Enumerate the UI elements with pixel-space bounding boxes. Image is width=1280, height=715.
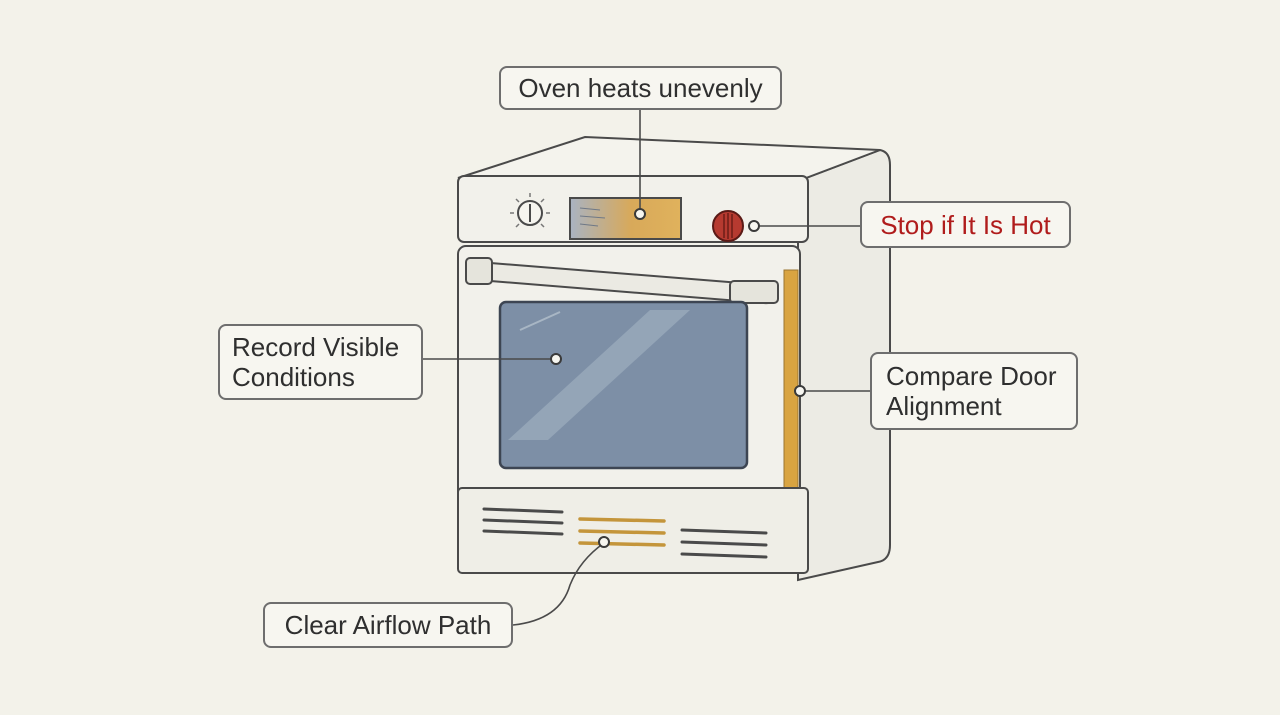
callout-record-line1: Record Visible — [232, 332, 400, 362]
vent-right — [680, 528, 768, 559]
oven-side-panel — [797, 148, 891, 582]
hot-warning-knob — [712, 210, 744, 242]
leader-lines — [423, 110, 870, 626]
callout-stop-text: Stop if It Is Hot — [880, 209, 1051, 240]
temperature-dial — [510, 193, 550, 228]
callout-door-line2: Alignment — [886, 391, 1002, 421]
callout-record-line2: Conditions — [232, 362, 355, 392]
callout-top-text: Oven heats unevenly — [518, 73, 763, 103]
oven-top — [457, 135, 881, 179]
vent-left — [482, 507, 564, 536]
callout-door-line1: Compare Door — [886, 361, 1057, 391]
callout-clear-airflow-path: Clear Airflow Path — [263, 602, 513, 648]
vent-center — [578, 517, 666, 547]
oven-window — [498, 300, 749, 470]
control-display — [569, 197, 682, 240]
callout-record-visible-conditions: Record Visible Conditions — [218, 324, 423, 400]
callout-compare-door-alignment: Compare Door Alignment — [870, 352, 1078, 430]
callout-oven-heats-unevenly: Oven heats unevenly — [499, 66, 782, 110]
callout-stop-if-hot: Stop if It Is Hot — [860, 201, 1071, 248]
kick-panel — [457, 487, 809, 574]
callout-airflow-text: Clear Airflow Path — [284, 610, 492, 640]
anchor-dots — [550, 208, 806, 548]
